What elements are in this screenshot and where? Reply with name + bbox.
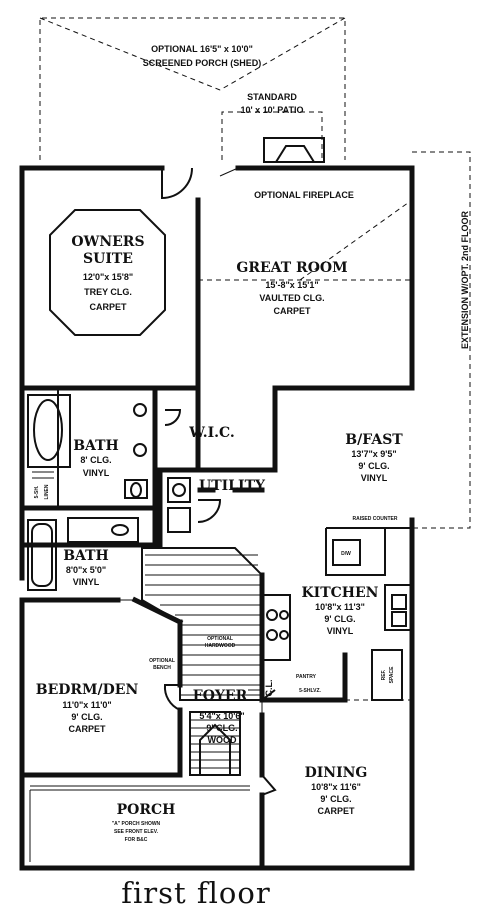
porch-name: PORCH: [117, 802, 176, 818]
bathtub-oval: [27, 394, 71, 468]
owners-name1: OWNERS: [71, 234, 144, 250]
bath2-fixtures: [27, 517, 139, 591]
foyer-dim: 5'4"x 10'6": [199, 711, 244, 721]
great-floor: CARPET: [273, 306, 311, 316]
bath2-name: BATH: [63, 548, 109, 564]
cl-label: C.L.: [264, 680, 274, 697]
trey-ceiling: [49, 209, 166, 336]
ref-a: REF.: [381, 669, 387, 680]
foyer-clg: 9' CLG.: [206, 723, 237, 733]
patio-line1: STANDARD: [247, 92, 297, 102]
fireplace: [263, 137, 325, 163]
bfast-dim: 13'7"x 9'5": [351, 449, 396, 459]
great-dim: 15'-8"x 15'1": [265, 280, 318, 290]
bedrm-floor: CARPET: [68, 724, 106, 734]
porch-opt-line1: OPTIONAL 16'5" x 10'0": [151, 44, 253, 54]
kitchen-clg: 9' CLG.: [324, 614, 355, 624]
extension-outline: [412, 151, 471, 529]
dining-name: DINING: [305, 765, 368, 781]
plan-caption: first floor: [121, 876, 270, 910]
raised-counter: RAISED COUNTER: [352, 516, 397, 522]
extension-label: EXTENSION W/OPT. 2nd FLOOR: [460, 211, 470, 350]
owners-clg: TREY CLG.: [84, 287, 132, 297]
vault-line: [198, 199, 413, 281]
optbench-a: OPTIONAL: [149, 658, 175, 664]
pantry-b: 5-SHLVZ.: [299, 688, 321, 694]
bfast-clg: 9' CLG.: [358, 461, 389, 471]
owners-floor: CARPET: [89, 302, 127, 312]
utility-fixtures: [167, 477, 191, 533]
bedrm-clg: 9' CLG.: [71, 712, 102, 722]
optbench-b: BENCH: [153, 665, 171, 671]
dw-label: D/W: [341, 551, 351, 557]
door-swings: [29, 167, 277, 862]
kitchen-dim: 10'8"x 11'3": [315, 602, 365, 612]
linen-a: 5-SH.: [34, 485, 40, 498]
linen-shelves: [32, 471, 54, 479]
kitchen-floor: VINYL: [327, 626, 354, 636]
labels: OPTIONAL 16'5" x 10'0" SCREENED PORCH (S…: [34, 44, 470, 910]
bedrm-name: BEDRM/DEN: [36, 682, 139, 698]
porch-opt-line2: SCREENED PORCH (SHED): [143, 58, 262, 68]
bath2-floor: VINYL: [73, 577, 100, 587]
bfast-name: B/FAST: [345, 432, 403, 448]
hardwood-b: HARDWOOD: [205, 643, 236, 649]
bath2-dim: 8'0"x 5'0": [66, 565, 106, 575]
dining-floor: CARPET: [317, 806, 355, 816]
porch-l3: FOR B&C: [125, 837, 148, 843]
owners-name2: SUITE: [83, 251, 133, 267]
great-clg: VAULTED CLG.: [259, 293, 324, 303]
linen-b: LINEN: [44, 484, 50, 499]
stairs: [189, 711, 241, 776]
great-name: GREAT ROOM: [236, 260, 347, 276]
optional-screened-porch-outline: [39, 17, 346, 160]
kitchen-counters: [248, 527, 413, 715]
patio-line2: 10' x 10' PATIO: [241, 105, 304, 115]
wic-label: W.I.C.: [188, 425, 235, 441]
hardwood-a: OPTIONAL: [207, 636, 233, 642]
fireplace-label: OPTIONAL FIREPLACE: [254, 190, 354, 200]
dining-dim: 10'8"x 11'6": [311, 782, 361, 792]
pantry-a: PANTRY: [296, 674, 317, 680]
bath1-name: BATH: [73, 438, 119, 454]
owners-dim: 12'0"x 15'8": [83, 272, 133, 282]
kitchen-name: KITCHEN: [302, 585, 379, 601]
bath1-floor: VINYL: [83, 468, 110, 478]
foyer-floor: WOOD: [208, 735, 237, 745]
porch-l1: "A" PORCH SHOWN: [112, 821, 161, 827]
foyer-name: FOYER: [193, 688, 248, 704]
utility-label: UTILITY: [199, 478, 266, 494]
porch-l2: SEE FRONT ELEV.: [114, 829, 159, 835]
ref-b: SPACE: [389, 666, 395, 684]
foyer-hardwood-pattern: [141, 547, 263, 701]
bedrm-dim: 11'0"x 11'0": [62, 700, 111, 710]
bfast-floor: VINYL: [361, 473, 388, 483]
bath1-fixtures: [124, 403, 148, 499]
bath1-clg: 8' CLG.: [80, 455, 111, 465]
dining-clg: 9' CLG.: [320, 794, 351, 804]
